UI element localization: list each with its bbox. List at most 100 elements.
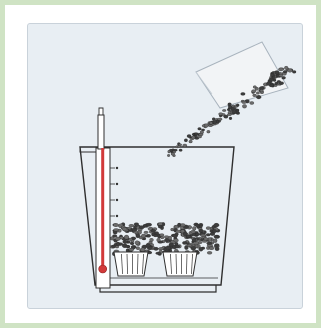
granule	[144, 231, 148, 234]
granule	[292, 71, 296, 74]
granule	[253, 94, 257, 97]
granule	[136, 247, 140, 250]
granule	[164, 236, 169, 239]
granule	[167, 154, 170, 156]
granule	[189, 140, 193, 143]
granule	[151, 229, 156, 232]
granule	[176, 230, 181, 233]
granule	[208, 238, 211, 242]
granule	[129, 238, 133, 241]
granule	[222, 109, 226, 111]
granule	[156, 252, 161, 255]
granule	[184, 139, 187, 142]
granule	[146, 244, 151, 247]
granule	[236, 104, 239, 107]
granule	[139, 226, 144, 229]
granule	[197, 135, 201, 138]
granule	[177, 223, 181, 227]
granule	[199, 229, 204, 232]
granule	[214, 223, 219, 227]
granule	[213, 239, 217, 243]
granule	[177, 146, 180, 148]
granule	[187, 244, 192, 247]
granule	[169, 243, 174, 246]
granule	[229, 117, 232, 120]
plant-basket-icon	[114, 252, 197, 276]
granule	[213, 120, 217, 123]
granule	[195, 233, 200, 236]
granule	[215, 247, 219, 251]
granule	[250, 101, 254, 104]
granule	[191, 230, 196, 233]
granule	[288, 69, 293, 73]
granule	[284, 66, 288, 69]
granule	[161, 236, 164, 239]
granule	[214, 235, 219, 238]
granule	[182, 241, 187, 244]
granule	[183, 232, 187, 236]
granule	[236, 110, 239, 112]
granule	[273, 79, 276, 82]
granule	[206, 227, 210, 230]
granule	[227, 113, 231, 115]
granule	[269, 78, 274, 81]
granule	[207, 242, 212, 245]
granule	[256, 95, 261, 99]
granule	[279, 82, 284, 85]
granule	[241, 92, 245, 95]
granule	[204, 237, 207, 240]
water-level-indicator-icon	[96, 108, 118, 288]
granule	[275, 82, 278, 85]
granule	[279, 74, 283, 77]
granule	[260, 89, 263, 92]
granule	[270, 74, 274, 77]
granule	[204, 124, 208, 127]
granule	[113, 223, 118, 226]
granule	[112, 235, 116, 238]
granule	[135, 241, 139, 245]
granule	[126, 245, 130, 248]
granule	[154, 247, 159, 250]
granule	[130, 242, 134, 245]
granule	[166, 246, 171, 250]
granule	[129, 248, 134, 251]
plant-basket	[114, 252, 148, 276]
granule	[168, 150, 171, 153]
granule	[174, 149, 178, 151]
granule	[199, 225, 202, 228]
granule	[242, 101, 247, 104]
granule	[212, 229, 216, 232]
granule	[123, 240, 128, 243]
granule	[208, 125, 212, 127]
granule	[141, 234, 145, 238]
granule	[179, 144, 182, 146]
granule	[136, 234, 140, 238]
granule	[175, 233, 178, 236]
granule	[154, 234, 158, 237]
granule	[207, 130, 210, 133]
granule	[187, 135, 191, 138]
granule	[129, 224, 134, 227]
granule	[140, 248, 145, 252]
granule	[275, 71, 279, 74]
granule	[224, 115, 228, 118]
granule	[256, 92, 259, 95]
granule	[116, 242, 120, 246]
granule	[210, 122, 213, 125]
granule	[207, 251, 212, 254]
granule	[252, 90, 256, 93]
granule	[195, 133, 199, 135]
granule	[206, 233, 210, 236]
granule	[278, 68, 283, 71]
granule	[122, 228, 127, 231]
granule	[192, 136, 196, 139]
granule	[111, 245, 115, 248]
granule	[282, 76, 286, 79]
granule-bed	[110, 222, 220, 255]
granule	[214, 244, 219, 247]
granule	[150, 238, 154, 241]
granule	[157, 238, 161, 241]
granule	[191, 246, 196, 250]
granule	[242, 104, 246, 108]
